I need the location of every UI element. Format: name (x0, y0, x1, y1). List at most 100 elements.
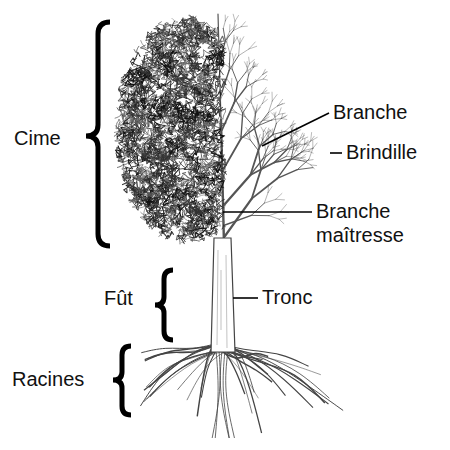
part-label: Branche maîtresse (316, 199, 420, 247)
leaf-scribble (149, 224, 154, 227)
part-label-holder: Fût (104, 286, 133, 310)
leaf-scribble (156, 158, 165, 173)
branch-line (311, 136, 315, 141)
leaf-scribble (177, 71, 186, 84)
branch-line (241, 126, 259, 139)
branch-line (301, 154, 306, 158)
leaf-scribble (115, 140, 122, 144)
leaf-scribble (116, 147, 123, 158)
branch-line (241, 125, 253, 139)
branch-line (279, 108, 281, 114)
leaf-scribble (213, 63, 219, 73)
branch-line (295, 157, 300, 160)
branch-line (264, 117, 269, 120)
branch-line (268, 101, 272, 113)
branch-line (270, 129, 274, 134)
branch-line (276, 199, 285, 201)
leaf-scribble (174, 159, 184, 168)
branch-line (250, 159, 262, 175)
leaf-scribble (190, 63, 198, 70)
branch-line (291, 143, 295, 148)
branch-line (268, 106, 277, 113)
leaf-scribble (147, 100, 158, 109)
leaf-scribble (182, 15, 192, 23)
leaf-scribble (178, 31, 190, 40)
branch-line (304, 161, 311, 165)
branch-line (297, 168, 313, 170)
part-label-holder: Racines (12, 367, 84, 391)
leaf-scribble (145, 219, 150, 225)
branch-line (263, 134, 264, 140)
branch-line (230, 27, 235, 32)
leaf-scribble (187, 159, 199, 171)
branch-line (234, 54, 237, 60)
branch-line (268, 131, 271, 137)
branch-line (276, 193, 282, 199)
branch-line (252, 103, 256, 112)
leaf-scribble (217, 121, 224, 125)
branch-line (249, 46, 257, 49)
leaf-scribble (200, 109, 207, 120)
leaf-scribble (131, 52, 141, 65)
leaf-scribble (179, 208, 183, 217)
branch-line (264, 192, 268, 203)
leaf-scribble (124, 153, 130, 158)
branch-line (254, 127, 260, 147)
branch-line (225, 32, 229, 41)
leaf-scribble (122, 168, 128, 177)
leaf-scribble (128, 185, 137, 193)
branch-line (227, 42, 230, 53)
branch-line (239, 38, 241, 44)
branch-line (229, 54, 231, 71)
bare-branches (218, 14, 317, 245)
leaf-scribble (172, 142, 182, 146)
branch-line (278, 103, 285, 106)
root-line (227, 352, 325, 403)
leaf-scribble (180, 58, 188, 66)
branch-line (291, 124, 296, 126)
leaf-scribble (163, 196, 170, 207)
branch-line (297, 145, 303, 149)
leaf-scribble (189, 206, 202, 219)
branch-line (230, 43, 234, 53)
leaf-scribble (147, 121, 157, 131)
branch-line (274, 142, 276, 155)
branch-line (264, 130, 268, 136)
branch-line (295, 155, 300, 157)
leaf-scribble (133, 98, 137, 108)
leaf-scribble (144, 141, 156, 149)
part-label-holder: Branche maîtresse (316, 199, 420, 247)
branch-line (259, 120, 272, 126)
leaf-scribble (160, 62, 169, 76)
branch-line (248, 57, 250, 64)
leaf-scribble (213, 76, 220, 86)
branch-line (239, 49, 249, 56)
leaf-scribble (216, 162, 221, 166)
leaf-scribble (191, 205, 200, 215)
branch-line (225, 16, 228, 21)
leaf-scribble (198, 98, 207, 108)
branch-line (304, 140, 308, 144)
leaf-scribble (167, 84, 182, 94)
leaf-scribble (189, 15, 197, 22)
branch-line (229, 56, 238, 71)
leaf-scribble (147, 66, 158, 76)
leaf-scribble (217, 164, 222, 169)
leader-line (262, 113, 329, 146)
crown-brace (86, 22, 110, 246)
leaf-scribble (115, 119, 127, 129)
branch-line (263, 75, 266, 79)
leaf-scribble (160, 182, 169, 192)
leaf-scribble (154, 28, 160, 31)
leaf-scribble (207, 90, 212, 97)
branch-line (278, 103, 283, 105)
leaf-scribble (158, 34, 169, 50)
leaf-scribble (143, 87, 152, 91)
branch-line (255, 108, 257, 114)
leaf-scribble (154, 81, 167, 89)
branch-line (304, 148, 313, 151)
leaf-scribble (129, 149, 139, 163)
branch-line (273, 149, 281, 151)
branch-line (249, 67, 254, 74)
